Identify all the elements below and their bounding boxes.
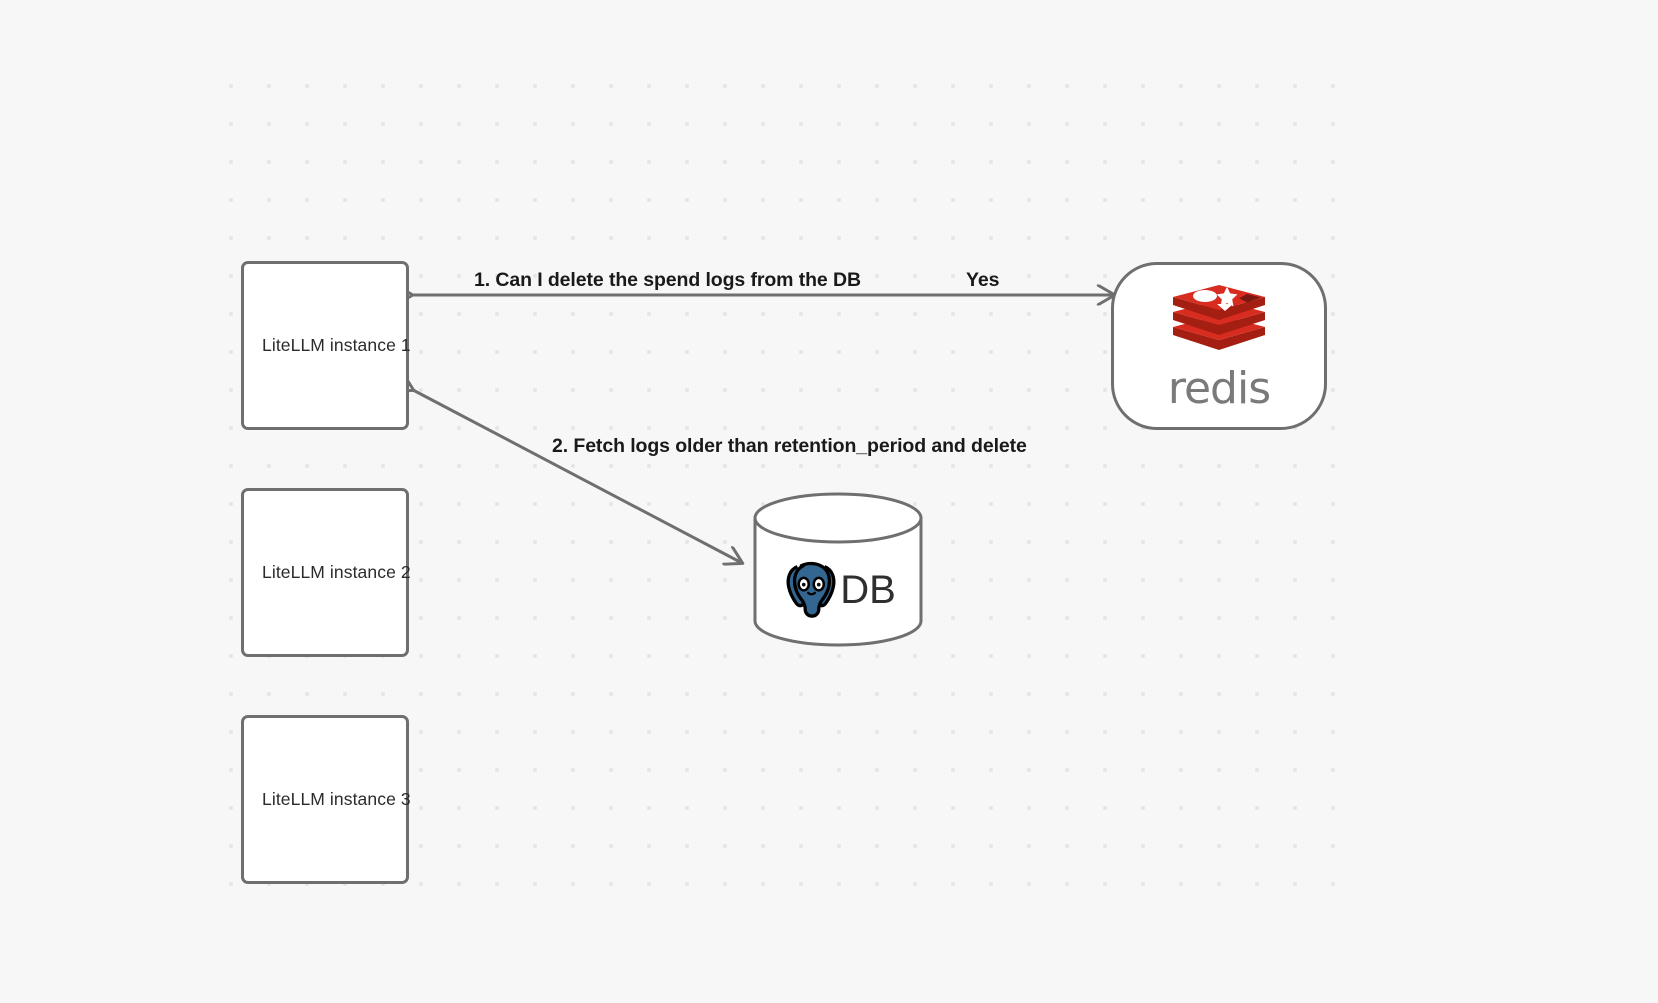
edge-label-response: Yes	[966, 269, 1000, 291]
edge-label-request: 1. Can I delete the spend logs from the …	[474, 269, 861, 291]
redis-stack-icon	[1165, 282, 1273, 365]
node-database[interactable]: DB	[752, 492, 924, 647]
node-label-instance-3: LiteLLM instance 3	[262, 789, 411, 809]
node-litellm-instance-3[interactable]: LiteLLM instance 3	[241, 715, 411, 884]
cylinder-shape	[753, 492, 923, 647]
edge-label-fetch-delete: 2. Fetch logs older than retention_perio…	[552, 435, 1027, 457]
node-litellm-instance-2[interactable]: LiteLLM instance 2	[241, 488, 411, 657]
database-label: DB	[840, 568, 896, 612]
node-label-instance-1: LiteLLM instance 1	[262, 335, 411, 355]
node-label-instance-2: LiteLLM instance 2	[262, 562, 411, 582]
node-redis[interactable]: redis	[1111, 262, 1327, 430]
postgresql-elephant-icon	[780, 557, 842, 624]
node-litellm-instance-1[interactable]: LiteLLM instance 1	[241, 261, 411, 430]
redis-wordmark: redis	[1167, 362, 1271, 414]
